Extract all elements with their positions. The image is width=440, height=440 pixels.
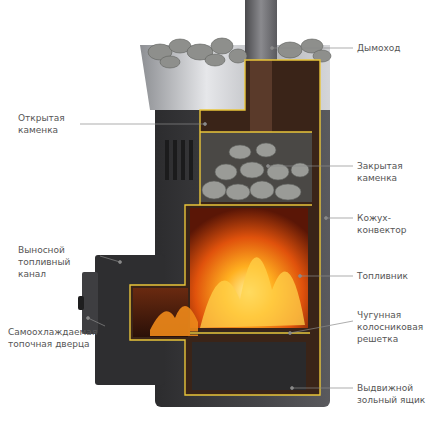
leader-dot (299, 275, 302, 278)
part-label: Закрытая каменка (357, 160, 419, 184)
flame (200, 257, 305, 328)
leader-dot (119, 261, 122, 264)
leader-line (268, 166, 353, 167)
leader-line (290, 321, 353, 333)
louver (181, 140, 185, 180)
leader-dot (271, 47, 274, 50)
stone (226, 184, 250, 200)
stone (278, 42, 302, 58)
flue-channel (250, 60, 272, 132)
cut-outline (130, 60, 320, 395)
cutaway (130, 60, 320, 395)
closed-stones (202, 143, 309, 200)
part-label: Чугунная колосниковая решетка (357, 309, 437, 345)
part-label: Дымоход (357, 42, 437, 54)
stone (240, 162, 264, 178)
leader-line (326, 218, 353, 219)
leader-dot (291, 387, 294, 390)
louver (189, 140, 193, 180)
channel-fire (150, 306, 198, 336)
firebox-door (82, 272, 98, 334)
part-label: Топливник (357, 270, 437, 282)
stone (205, 54, 225, 66)
part-label: Выдвижной зольный ящик (357, 382, 437, 406)
leader-dot (267, 165, 270, 168)
leader-line (100, 256, 120, 262)
leader-dot (325, 217, 328, 220)
casing-louvers (165, 140, 193, 180)
part-label: Открытая каменка (18, 112, 78, 136)
stone (291, 163, 309, 177)
louver (173, 140, 177, 180)
leader-lines (80, 47, 353, 390)
leader-dot (289, 332, 292, 335)
stove-body (78, 0, 331, 407)
stone (160, 56, 180, 68)
louver (165, 140, 169, 180)
stone (250, 181, 274, 199)
part-label: Кожух-конвектор (357, 212, 439, 236)
stone (202, 181, 226, 199)
stone (229, 145, 251, 159)
leader-line (300, 276, 353, 277)
part-label: Самоохлаждаемая топочная дверца (8, 326, 100, 350)
door-handle (78, 296, 84, 310)
cut-section (130, 60, 320, 395)
leader-line (88, 318, 105, 326)
part-label: Выносной топливный канал (18, 244, 98, 280)
leader-dot (87, 317, 90, 320)
leader-dot (204, 123, 207, 126)
stone (215, 164, 237, 180)
stone (211, 38, 233, 54)
leader-line (292, 388, 353, 389)
leader-line (272, 48, 353, 49)
stone (275, 184, 301, 200)
convector-casing (155, 95, 330, 407)
ash-box (192, 342, 306, 390)
stone (256, 143, 276, 157)
firebox-fire (190, 208, 308, 328)
leader-line (80, 124, 205, 125)
stone (267, 164, 289, 180)
closed-stone-chamber (200, 132, 312, 202)
